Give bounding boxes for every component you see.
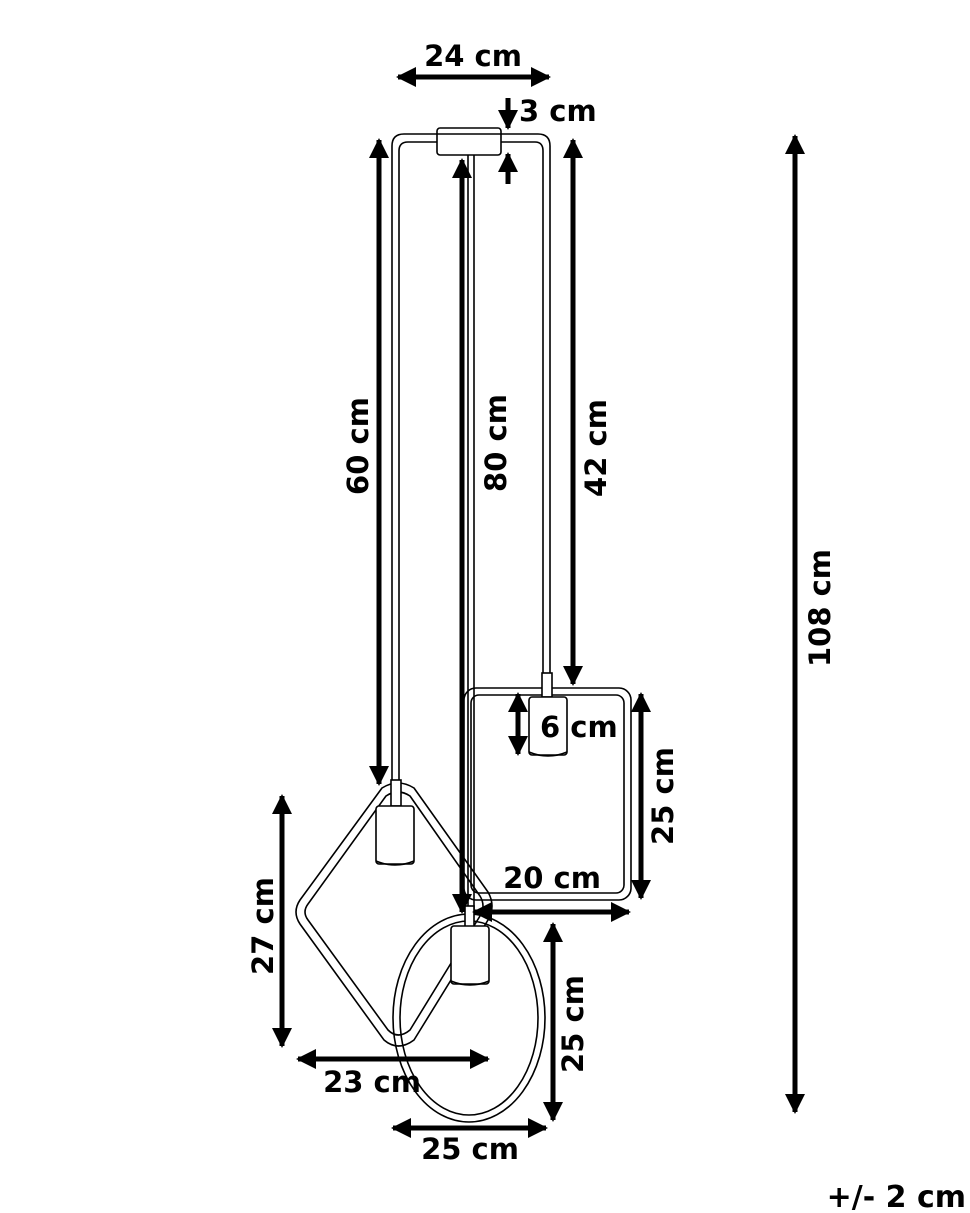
label-square-width: 20 cm xyxy=(503,861,601,895)
label-cable-left: 60 cm xyxy=(341,397,375,495)
dimension-arrows xyxy=(272,67,805,1138)
label-circle-width: 25 cm xyxy=(421,1132,519,1166)
dimension-labels: 24 cm 3 cm 60 cm 80 cm 42 cm 108 cm 6 cm… xyxy=(246,39,837,1166)
label-canopy-height: 3 cm xyxy=(519,94,597,128)
label-cable-middle: 80 cm xyxy=(479,394,513,492)
label-cable-right: 42 cm xyxy=(579,399,613,497)
label-total-height: 108 cm xyxy=(803,549,837,667)
label-circle-height: 25 cm xyxy=(556,975,590,1073)
square-pendant xyxy=(463,672,632,901)
ceiling-canopy xyxy=(391,127,551,182)
label-diamond-height: 27 cm xyxy=(246,877,280,975)
label-square-height: 25 cm xyxy=(646,747,680,845)
tolerance-note: +/- 2 cm xyxy=(827,1180,966,1213)
label-diamond-width: 23 cm xyxy=(323,1065,421,1099)
label-canopy-width: 24 cm xyxy=(424,39,522,73)
diamond-pendant xyxy=(295,779,493,1047)
label-socket-height: 6 cm xyxy=(540,710,618,744)
